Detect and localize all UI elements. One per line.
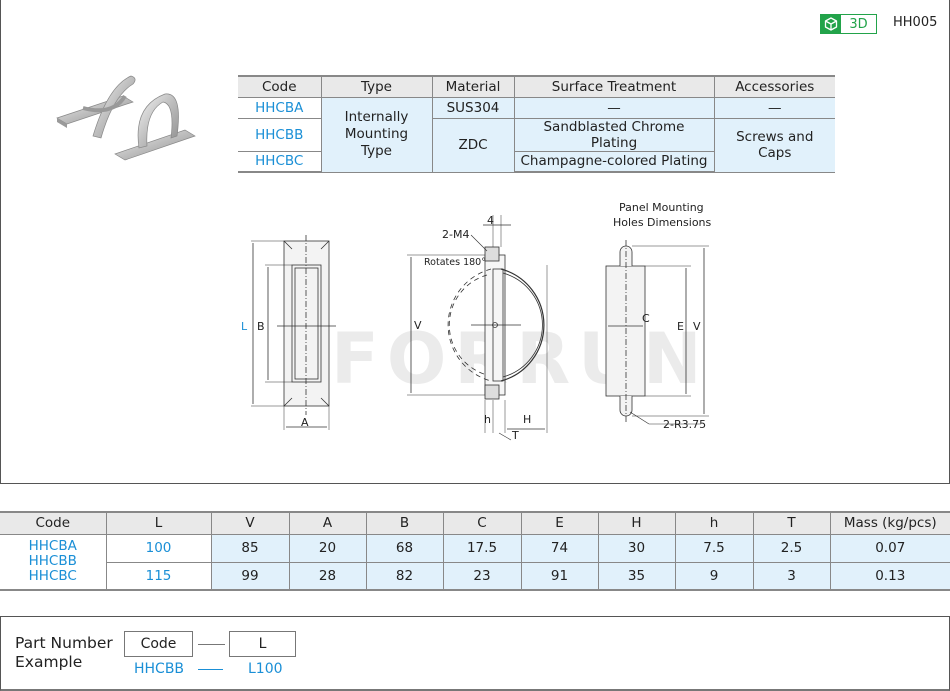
dim-V2-label: V <box>693 320 701 333</box>
3d-label: 3D <box>849 16 868 32</box>
dim-V-label: V <box>414 319 422 332</box>
dim-B-label: B <box>257 320 265 333</box>
code-link[interactable]: HHCBB <box>28 553 77 570</box>
H-value: 30 <box>597 534 675 563</box>
part-number-example: Part Number Example Code L HHCBB L100 <box>0 616 950 691</box>
A-value: 20 <box>288 534 366 563</box>
code-link[interactable]: HHCBC <box>28 568 77 585</box>
T-value: 2.5 <box>752 534 830 563</box>
col-header-T: T <box>752 511 830 535</box>
type-cell: Internally Mounting Type <box>320 97 432 173</box>
product-overview-panel: 3D HH005 Code Type Material Surface Trea… <box>0 0 950 484</box>
col-header-type: Type <box>320 75 432 98</box>
surface-cell: Champagne-colored Plating <box>513 151 714 173</box>
part-number-label: Part Number Example <box>15 634 113 672</box>
material-cell: SUS304 <box>431 97 514 119</box>
table-row: HHCBA HHCBB HHCBC 100 85 20 68 17.5 74 3… <box>0 534 950 591</box>
panel-title-line2: Holes Dimensions <box>613 216 712 229</box>
A-value: 28 <box>288 562 366 591</box>
example-l-value: L100 <box>248 661 283 677</box>
dim-T-label: T <box>511 429 519 442</box>
table-row: HHCBC Champagne-colored Plating <box>238 151 835 173</box>
example-code-value: HHCBB <box>134 661 185 677</box>
col-header-C: C <box>442 511 521 535</box>
l-header-box: L <box>229 631 296 657</box>
separator-dash <box>198 644 225 645</box>
material-cell: ZDC <box>431 118 514 173</box>
col-header-mass: Mass (kg/pcs) <box>829 511 950 535</box>
dim-L-label: L <box>241 320 248 333</box>
col-header-accessories: Accessories <box>713 75 835 98</box>
accessories-cell: — <box>713 97 835 119</box>
col-header-code: Code <box>0 511 106 535</box>
V-value: 99 <box>210 562 289 591</box>
table-row: HHCBB ZDC Sandblasted Chrome Plating Scr… <box>238 118 835 173</box>
dim-A-label: A <box>301 416 309 429</box>
surface-cell: Sandblasted Chrome Plating <box>513 118 714 152</box>
C-value: 17.5 <box>442 534 521 563</box>
code-link[interactable]: HHCBA <box>238 97 321 119</box>
col-header-surface: Surface Treatment <box>513 75 714 98</box>
technical-drawing: L B A 2-M4 4 Rotates 180° V h H T Panel … <box>241 201 712 442</box>
dimensions-table: Code L V A B C E H h T Mass (kg/pcs) HHC… <box>0 511 950 591</box>
E-value: 74 <box>520 534 598 563</box>
table-row: 115 99 28 82 23 91 35 9 3 0.13 <box>0 562 950 591</box>
dim-C-label: C <box>642 312 650 325</box>
L-value[interactable]: 115 <box>105 562 211 591</box>
col-header-H: H <box>597 511 675 535</box>
dim-4-label: 4 <box>487 214 494 227</box>
col-header-h: h <box>674 511 753 535</box>
B-value: 68 <box>365 534 443 563</box>
col-header-E: E <box>520 511 598 535</box>
part-number-label-line2: Example <box>15 653 83 671</box>
C-value: 23 <box>442 562 521 591</box>
V-value: 85 <box>210 534 289 563</box>
dim-R-label: 2-R3.75 <box>663 418 706 431</box>
col-header-B: B <box>365 511 443 535</box>
T-value: 3 <box>752 562 830 591</box>
code-link[interactable]: HHCBB <box>238 118 321 152</box>
3d-model-button[interactable]: 3D <box>820 14 877 34</box>
L-value[interactable]: 100 <box>105 534 211 563</box>
dim-H-label: H <box>523 413 531 426</box>
col-header-material: Material <box>431 75 514 98</box>
col-header-L: L <box>105 511 211 535</box>
panel-title-line1: Panel Mounting <box>619 201 704 214</box>
dim-h-label: h <box>484 413 491 426</box>
mass-value: 0.07 <box>829 534 950 563</box>
B-value: 82 <box>365 562 443 591</box>
cube-icon <box>821 15 841 33</box>
H-value: 35 <box>597 562 675 591</box>
col-header-code: Code <box>238 75 321 98</box>
code-header-box: Code <box>124 631 193 657</box>
rotates-label: Rotates 180° <box>424 257 486 268</box>
code-link[interactable]: HHCBA <box>28 538 77 555</box>
E-value: 91 <box>520 562 598 591</box>
spec-table: Code Type Material Surface Treatment Acc… <box>238 75 835 173</box>
dim-E-label: E <box>677 320 684 333</box>
col-header-A: A <box>288 511 366 535</box>
dim-m4-label: 2-M4 <box>442 228 469 241</box>
h-value: 7.5 <box>674 534 753 563</box>
table-row: HHCBA Internally Mounting Type SUS304 — … <box>238 97 835 173</box>
part-number-label-line1: Part Number <box>15 634 113 652</box>
surface-cell: — <box>513 97 714 119</box>
model-code: HH005 <box>893 15 938 30</box>
mass-value: 0.13 <box>829 562 950 591</box>
accessories-cell: Screws and Caps <box>713 118 835 173</box>
code-link[interactable]: HHCBC <box>238 151 321 173</box>
separator-dash <box>198 669 223 670</box>
h-value: 9 <box>674 562 753 591</box>
codes-cell: HHCBA HHCBB HHCBC <box>0 534 106 591</box>
product-image <box>56 75 196 161</box>
col-header-V: V <box>210 511 289 535</box>
